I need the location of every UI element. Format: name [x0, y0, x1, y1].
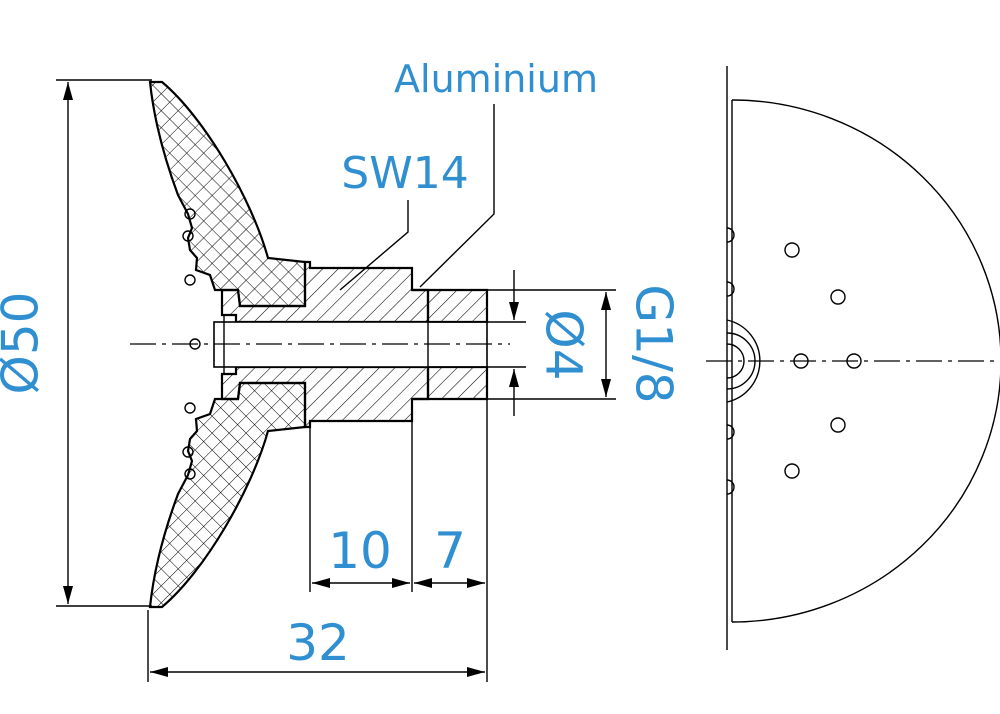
label-material: Aluminium	[394, 57, 598, 101]
dimension-thread	[487, 289, 616, 400]
front-outline	[731, 99, 1000, 623]
label-length-10: 10	[328, 522, 392, 580]
rubber-cup-lower	[148, 381, 307, 609]
rubber-cup-upper	[148, 80, 307, 308]
side-section-view: Ø50 32 10 7	[0, 57, 683, 682]
front-half-view	[706, 66, 1000, 650]
dimension-bore-4	[428, 270, 526, 416]
label-diameter-50: Ø50	[0, 292, 50, 395]
dimension-diameter-50	[56, 79, 152, 607]
leader-lines	[339, 104, 495, 291]
label-thread: G1/8	[625, 284, 683, 403]
aluminium-body-upper	[220, 260, 430, 324]
dimension-length-10-7	[309, 421, 485, 592]
label-wrench-size: SW14	[341, 148, 468, 199]
dimension-length-32	[147, 399, 488, 682]
label-bore-4: Ø4	[535, 309, 593, 380]
label-length-32: 32	[286, 614, 350, 672]
label-length-7: 7	[434, 522, 466, 580]
